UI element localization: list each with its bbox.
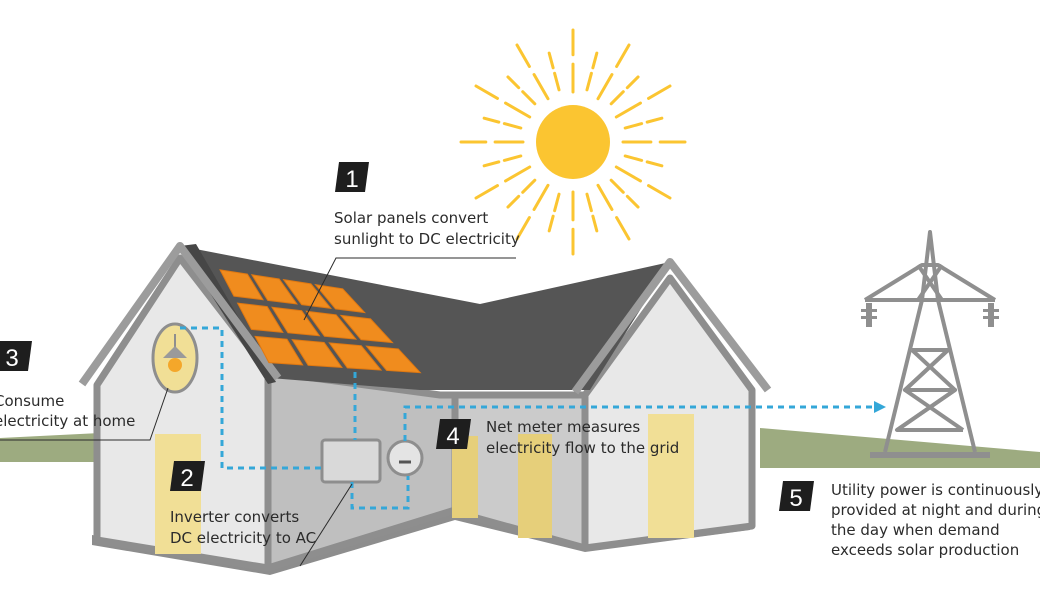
step-number: 4 <box>446 423 459 450</box>
step-2: 2 Inverter converts DC electricity to AC <box>170 461 316 547</box>
solar-panel-cell <box>305 310 358 340</box>
step-3: 3 Consume electricity at home <box>0 341 135 430</box>
door-mid-1 <box>452 436 478 518</box>
sun-ray <box>474 84 499 100</box>
solar-panel-cell <box>328 342 383 371</box>
door-mid-2 <box>518 434 552 538</box>
step-badge <box>436 419 471 449</box>
sun-ray <box>591 214 599 233</box>
sun-ray <box>615 216 631 241</box>
sun-ray <box>506 75 521 90</box>
solar-panel-cell <box>271 306 321 337</box>
house <box>78 242 772 575</box>
step-number: 3 <box>5 345 18 372</box>
solar-panel-cell <box>314 283 366 314</box>
step-label: Utility power is continuously provided a… <box>831 481 1040 559</box>
step-label: Consume electricity at home <box>0 392 135 430</box>
sun-ray <box>647 84 672 100</box>
door-right <box>648 414 694 538</box>
sun-ray <box>596 73 614 101</box>
step-label: Solar panels convert sunlight to DC elec… <box>334 209 520 248</box>
sun-ray <box>625 75 640 90</box>
net-meter-icon <box>386 439 424 477</box>
step-badge <box>779 481 814 511</box>
sun-ray <box>596 183 614 211</box>
sun-ray <box>506 194 521 209</box>
inverter-icon <box>320 438 382 484</box>
sun-ray <box>591 51 599 70</box>
solar-panel-cell <box>291 339 343 369</box>
flow-arrow-head <box>874 401 886 413</box>
sun-ray <box>547 51 555 70</box>
step-badge <box>170 461 205 491</box>
step-badge <box>335 162 369 192</box>
sun-ray <box>585 71 593 92</box>
step-label: Inverter converts DC electricity to AC <box>170 508 316 547</box>
solar-panel-cell <box>365 345 422 374</box>
sun-ray <box>609 90 625 106</box>
door-left <box>155 434 201 554</box>
solar-panel-icon <box>219 269 422 374</box>
sun-ray <box>482 160 501 168</box>
sun-ray <box>502 122 523 130</box>
solar-panel-cell <box>236 302 284 333</box>
sun-ray <box>547 214 555 233</box>
step-5: 5 Utility power is continuously provided… <box>779 481 1040 559</box>
sun-ray <box>521 90 537 106</box>
solar-panel-cell <box>254 335 304 366</box>
step-1: 1 Solar panels convert sunlight to DC el… <box>334 162 520 248</box>
step-label: Net meter measures electricity flow to t… <box>486 418 679 457</box>
step-number: 2 <box>180 465 193 492</box>
transmission-tower-icon <box>861 230 999 458</box>
step-4: 4 Net meter measures electricity flow to… <box>436 418 679 457</box>
sun-ray <box>615 43 631 68</box>
sun-ray <box>521 178 537 194</box>
sun-ray <box>515 43 531 68</box>
sun-ray <box>614 101 642 119</box>
sun-ray <box>623 122 644 130</box>
sun-ray <box>645 160 664 168</box>
leader-lines <box>0 257 516 567</box>
sun-ray <box>515 216 531 241</box>
sun-ray <box>553 192 561 213</box>
sun-ray <box>482 116 501 124</box>
light-bulb-icon <box>151 322 199 394</box>
sun-ray <box>532 183 550 211</box>
sun-ray <box>623 154 644 162</box>
solar-panel-cell <box>339 314 394 344</box>
sun-ray <box>647 184 672 200</box>
sun-ray <box>645 116 664 124</box>
sun-ray <box>585 192 593 213</box>
sun-icon <box>459 28 687 256</box>
sun-ray <box>502 154 523 162</box>
sun-ray <box>625 194 640 209</box>
sun-ray <box>609 178 625 194</box>
sun-ray <box>504 165 532 183</box>
sun-ray <box>614 165 642 183</box>
sun-ray <box>504 101 532 119</box>
solar-panel-cell <box>250 274 298 305</box>
sun-ray <box>474 184 499 200</box>
solar-panel-cell <box>219 269 264 301</box>
sun-ray <box>532 73 550 101</box>
step-number: 5 <box>789 485 802 512</box>
step-badge <box>0 341 32 371</box>
step-number: 1 <box>345 166 358 193</box>
electricity-flow-lines <box>180 326 876 510</box>
sun-ray <box>553 71 561 92</box>
solar-panel-cell <box>282 278 332 309</box>
